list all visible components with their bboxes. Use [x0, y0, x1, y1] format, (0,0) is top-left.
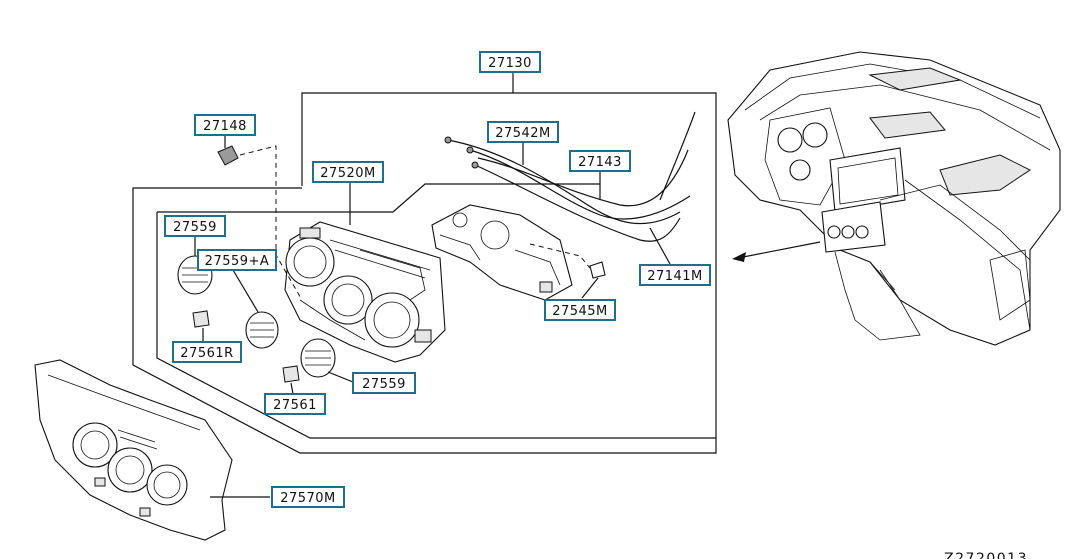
dashboard-illustration	[727, 51, 1061, 346]
callout-27561: 27561	[264, 393, 326, 415]
control-unit-27520M	[284, 221, 446, 363]
callout-27130-text: 27130	[488, 56, 532, 71]
callout-27561-text: 27561	[273, 398, 317, 413]
rear-control-module	[431, 204, 606, 301]
callout-27559-top-text: 27559	[173, 220, 217, 235]
callout-27141M: 27141M	[639, 264, 711, 286]
finisher-panel-27570M	[34, 359, 233, 541]
callout-27130: 27130	[479, 51, 541, 73]
button-27561R	[192, 310, 210, 328]
callout-27570M: 27570M	[271, 486, 345, 508]
callout-27559A: 27559+A	[197, 249, 277, 271]
knob-27559-a	[245, 311, 279, 349]
callout-27561R-text: 27561R	[180, 346, 233, 361]
callout-27545M: 27545M	[544, 299, 616, 321]
button-27561	[282, 365, 300, 383]
callout-27559-bottom: 27559	[352, 372, 416, 394]
callout-27143: 27143	[569, 150, 631, 172]
diagram-reference-code: Z2720013	[944, 551, 1028, 559]
callout-27561R: 27561R	[172, 341, 242, 363]
callout-27141M-text: 27141M	[647, 269, 703, 284]
control-cables	[444, 111, 696, 242]
callout-27542M: 27542M	[487, 121, 559, 143]
callout-27559-bottom-text: 27559	[362, 377, 406, 392]
clip-27148	[217, 145, 303, 301]
assembly-boundary-frame	[132, 73, 717, 454]
callout-27520M: 27520M	[312, 161, 384, 183]
callout-27559-top: 27559	[164, 215, 226, 237]
callout-27545M-text: 27545M	[552, 304, 608, 319]
callout-27559A-text: 27559+A	[205, 254, 270, 269]
knob-27559-bottom	[300, 338, 336, 378]
leader-lines	[194, 136, 671, 498]
callout-27148-text: 27148	[203, 119, 247, 134]
callout-27143-text: 27143	[578, 155, 622, 170]
callout-27520M-text: 27520M	[320, 166, 376, 181]
callout-27148: 27148	[194, 114, 256, 136]
callout-27570M-text: 27570M	[280, 491, 336, 506]
callout-27542M-text: 27542M	[495, 126, 551, 141]
